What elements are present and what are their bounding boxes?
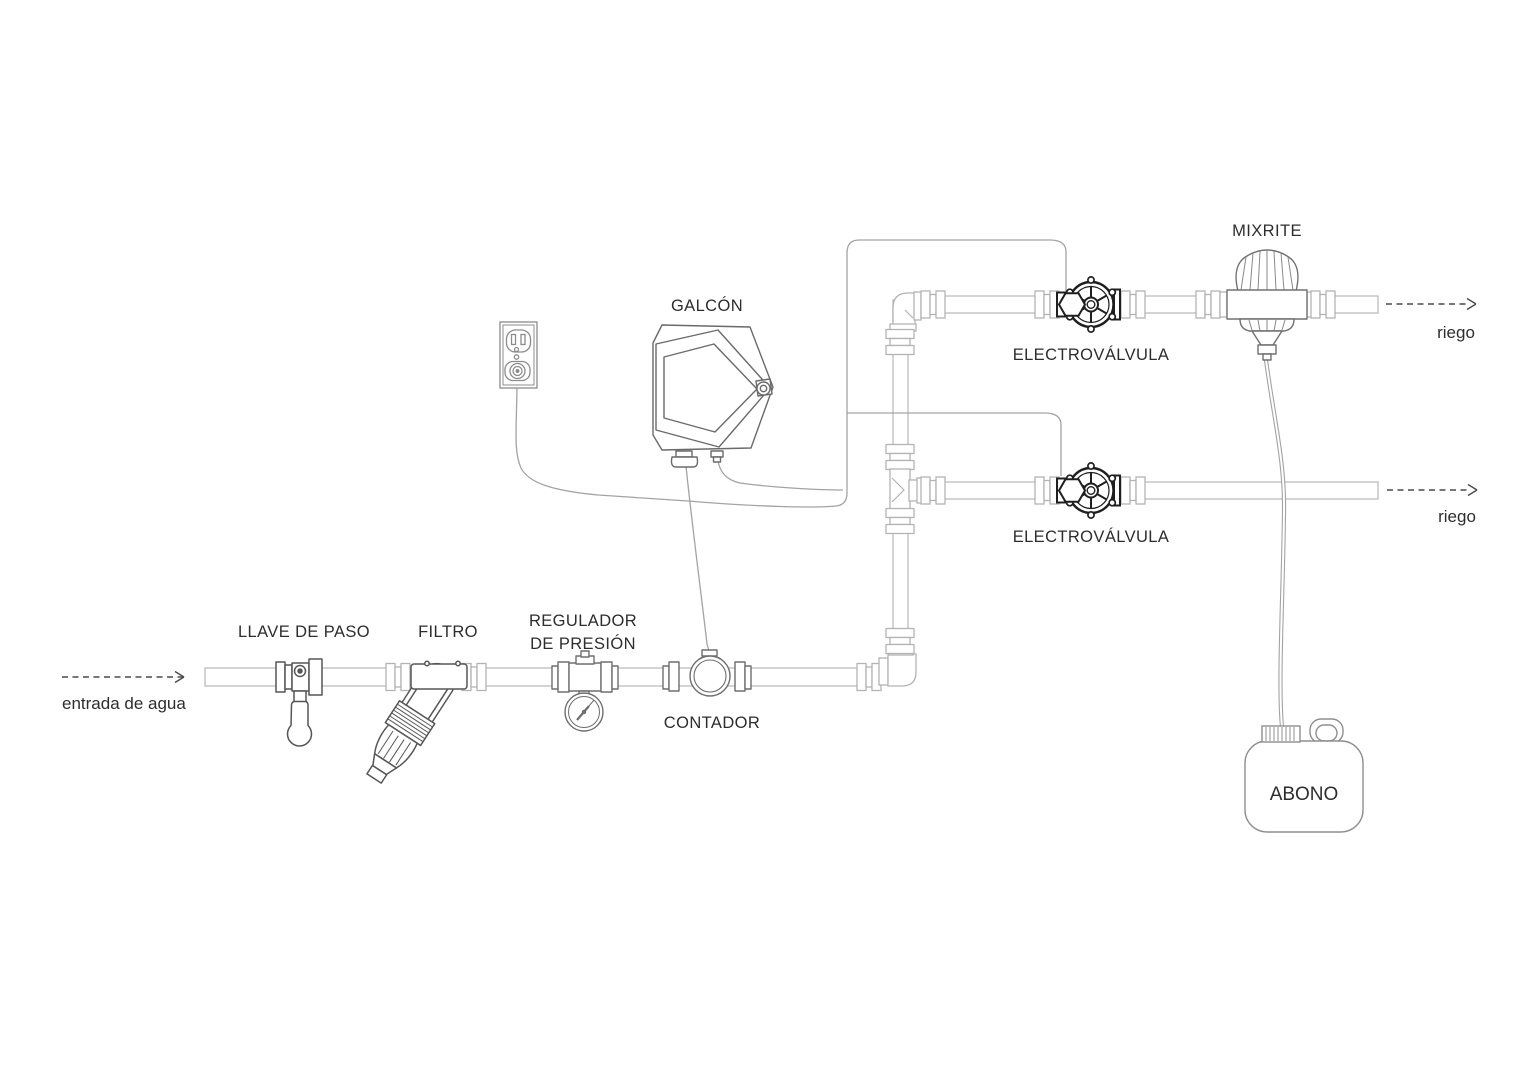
pipe-network (204, 290, 1379, 692)
mixrite-barrel (1226, 289, 1308, 320)
label-entrada: entrada de agua (62, 694, 186, 713)
label-regulador-2: DE PRESIÓN (530, 634, 636, 653)
label-galcon: GALCÓN (671, 296, 743, 315)
union-fitting (1120, 476, 1146, 505)
elbow-chamfer (904, 309, 914, 319)
label-riego-bottom: riego (1438, 507, 1476, 526)
valve-handle (286, 700, 313, 747)
pressure-regulator (551, 650, 619, 732)
union-fitting (1120, 290, 1146, 319)
sensor-wire-to-meter (685, 465, 710, 652)
union-fitting (885, 443, 915, 471)
suction-tube-inner (1265, 359, 1286, 728)
mixrite-injector (1226, 249, 1308, 361)
elbow-bottom (887, 653, 917, 687)
label-riego-top: riego (1437, 323, 1475, 342)
union-fitting (1195, 290, 1221, 319)
label-contador: CONTADOR (664, 714, 760, 732)
filter (366, 660, 468, 784)
label-electrovalvula-bottom: ELECTROVÁLVULA (1013, 527, 1170, 546)
label-abono: ABONO (1270, 784, 1339, 805)
fertilizer-tank (1244, 718, 1364, 833)
bottom-branch-pipe (943, 481, 1379, 500)
union-fitting (1034, 290, 1060, 319)
water-meter (662, 649, 752, 697)
union-fitting (885, 627, 915, 655)
union-fitting (1034, 476, 1060, 505)
union-fitting (885, 328, 915, 356)
inlet-arrowhead (174, 670, 185, 684)
wire-to-valve-bottom (847, 412, 1062, 476)
riego-top-arrowhead (1466, 297, 1477, 311)
union-fitting (856, 662, 882, 692)
elbow-top (892, 292, 916, 327)
filter-inlet-head (410, 663, 468, 690)
flange (1219, 291, 1228, 318)
flow-arrows (62, 297, 1478, 684)
cable-gland (670, 456, 699, 468)
wall-outlet (499, 321, 538, 389)
solenoid-valve-bottom (1055, 461, 1122, 520)
mixrite-funnel (1251, 330, 1283, 346)
control-wiring (515, 239, 1287, 728)
tee-chamfer (891, 477, 905, 503)
plate-screw (513, 354, 520, 360)
galcon-controller (652, 324, 774, 468)
tank-body (1244, 740, 1364, 833)
labels: entrada de agua LLAVE DE PASO FILTRO REG… (62, 222, 1476, 805)
union-fitting (920, 290, 946, 319)
union-fitting (385, 662, 411, 692)
flange (913, 291, 922, 321)
riego-bottom-arrowhead (1467, 483, 1478, 497)
union-fitting (885, 507, 915, 535)
flange (878, 657, 889, 686)
meter-terminal (701, 649, 718, 657)
label-mixrite: MIXRITE (1232, 222, 1302, 240)
union-fitting (920, 476, 946, 505)
tee-fitting (889, 468, 911, 513)
label-regulador-1: REGULADOR (529, 612, 637, 630)
label-llave-de-paso: LLAVE DE PASO (238, 623, 370, 641)
shutoff-valve (275, 658, 323, 747)
label-electrovalvula-top: ELECTROVÁLVULA (1013, 345, 1170, 364)
union-fitting (1310, 290, 1336, 319)
controller-wire (717, 460, 844, 491)
label-filtro: FILTRO (418, 623, 478, 641)
power-wire-to-valve-top (515, 239, 1067, 508)
